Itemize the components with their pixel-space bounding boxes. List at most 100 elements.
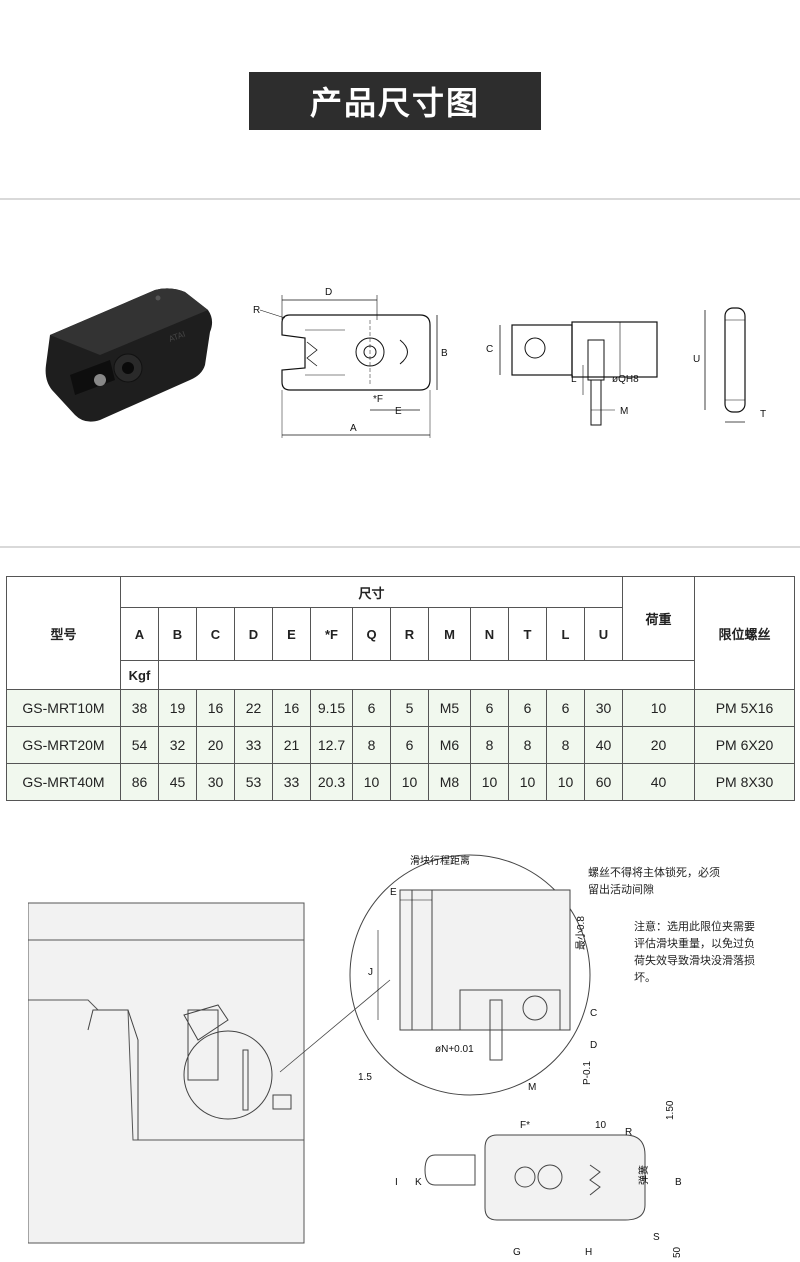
dim-E: E bbox=[395, 406, 402, 417]
dim-E2: E bbox=[390, 887, 397, 898]
cell-dim: 8 bbox=[546, 726, 585, 764]
dim-L: L bbox=[571, 374, 577, 385]
cell-dim: 38 bbox=[120, 689, 159, 727]
cell-dim: 30 bbox=[196, 763, 235, 801]
cell-dim: 10 bbox=[546, 763, 585, 801]
dim-U: U bbox=[693, 354, 700, 365]
dim-S: S bbox=[653, 1232, 660, 1243]
dim-B2: B bbox=[675, 1177, 682, 1188]
cell-model: GS-MRT20M bbox=[6, 726, 121, 764]
product-photo: ATAI bbox=[45, 288, 213, 422]
cell-model: GS-MRT40M bbox=[6, 763, 121, 801]
dim-H: H bbox=[585, 1247, 592, 1258]
cell-dim: 16 bbox=[196, 689, 235, 727]
dim-R: R bbox=[253, 305, 260, 316]
cell-screw: PM 8X30 bbox=[694, 763, 795, 801]
install-diagram-left bbox=[28, 902, 305, 1244]
cell-dim: 30 bbox=[584, 689, 623, 727]
dim-150: 1.50 bbox=[665, 1100, 676, 1120]
dim-C2: C bbox=[590, 1008, 597, 1019]
cell-dim: 53 bbox=[234, 763, 273, 801]
cell-load: 20 bbox=[622, 726, 695, 764]
install-diagram-bottom: F* 10 R 1.50 I K 弹簧 B G H S 50 bbox=[395, 1100, 683, 1258]
cell-screw: PM 6X20 bbox=[694, 726, 795, 764]
cell-dim: 22 bbox=[234, 689, 273, 727]
dim-J: J bbox=[368, 967, 373, 978]
dim-B: B bbox=[441, 348, 448, 359]
cell-dim: M5 bbox=[428, 689, 471, 727]
cell-dim: 33 bbox=[272, 763, 311, 801]
cell-dim: 21 bbox=[272, 726, 311, 764]
dim-A: A bbox=[350, 423, 357, 434]
col-dim-1: B bbox=[158, 607, 197, 661]
cell-screw: PM 5X16 bbox=[694, 689, 795, 727]
cell-dim: 10 bbox=[508, 763, 547, 801]
cell-dim: 6 bbox=[470, 689, 509, 727]
dim-N: øN+0.01 bbox=[435, 1044, 474, 1055]
col-dims: 尺寸 bbox=[120, 576, 623, 608]
cell-dim: 20 bbox=[196, 726, 235, 764]
install-diagram-detail: 滑块行程距离 E J 最小0.8 C A øN+0.01 D P-0.1 1.5… bbox=[279, 854, 597, 1096]
cell-dim: 60 bbox=[584, 763, 623, 801]
dim-QH: øQH8 bbox=[612, 374, 639, 385]
cell-dim: 16 bbox=[272, 689, 311, 727]
cell-dim: 40 bbox=[584, 726, 623, 764]
section-title: 产品尺寸图 bbox=[249, 72, 541, 130]
col-dim-5: *F bbox=[310, 607, 353, 661]
cell-dim: 9.15 bbox=[310, 689, 353, 727]
dim-M: M bbox=[620, 406, 628, 417]
col-dim-3: D bbox=[234, 607, 273, 661]
dim-p01: P-0.1 bbox=[582, 1061, 593, 1085]
cell-dim: 10 bbox=[352, 763, 391, 801]
label-spring: 弹簧 bbox=[637, 1165, 650, 1185]
cell-dim: 5 bbox=[390, 689, 429, 727]
dim-15: 1.5 bbox=[358, 1072, 372, 1083]
col-load: 荷重 bbox=[622, 576, 695, 661]
col-dim-11: L bbox=[546, 607, 585, 661]
dim-10: 10 bbox=[595, 1120, 607, 1131]
cell-dim: 32 bbox=[158, 726, 197, 764]
divider-top bbox=[0, 198, 800, 200]
col-screw: 限位螺丝 bbox=[694, 576, 795, 690]
cell-dim: 10 bbox=[470, 763, 509, 801]
cell-dim: 6 bbox=[508, 689, 547, 727]
divider-mid bbox=[0, 546, 800, 548]
dim-G: G bbox=[513, 1247, 521, 1258]
cell-dim: 8 bbox=[352, 726, 391, 764]
dim-T: T bbox=[760, 409, 766, 420]
cell-dim: 6 bbox=[546, 689, 585, 727]
side-view-drawing: C L øQH8 M bbox=[486, 321, 658, 426]
cell-dim: 33 bbox=[234, 726, 273, 764]
col-model: 型号 bbox=[6, 576, 121, 690]
dim-M2: M bbox=[528, 1082, 536, 1093]
cell-dim: 20.3 bbox=[310, 763, 353, 801]
dim-C: C bbox=[486, 344, 493, 355]
top-view-drawing: D R B *F E A bbox=[253, 287, 448, 438]
cell-load: 40 bbox=[622, 763, 695, 801]
cell-dim: 8 bbox=[470, 726, 509, 764]
cell-dim: M8 bbox=[428, 763, 471, 801]
dim-D: D bbox=[325, 287, 332, 298]
note-screw: 螺丝不得将主体锁死，必须 留出活动间隙 bbox=[588, 866, 720, 896]
cell-dim: 10 bbox=[390, 763, 429, 801]
cell-dim: 6 bbox=[390, 726, 429, 764]
col-dim-6: Q bbox=[352, 607, 391, 661]
dim-50: 50 bbox=[672, 1246, 683, 1258]
note-warning: 注意：选用此限位夹需要 评估滑块重量，以免过负 荷失效导致滑块没滑落损 坏。 bbox=[634, 920, 755, 984]
col-dim-8: M bbox=[428, 607, 471, 661]
col-dim-7: R bbox=[390, 607, 429, 661]
dim-F2: F* bbox=[520, 1120, 530, 1131]
cell-dim: M6 bbox=[428, 726, 471, 764]
end-view-drawing: U T bbox=[693, 307, 766, 423]
dim-K: K bbox=[415, 1177, 422, 1188]
col-dim-2: C bbox=[196, 607, 235, 661]
dim-I: I bbox=[395, 1177, 398, 1188]
label-travel: 滑块行程距离 bbox=[410, 854, 470, 867]
cell-dim: 8 bbox=[508, 726, 547, 764]
cell-dim: 45 bbox=[158, 763, 197, 801]
dim-min08: 最小0.8 bbox=[575, 916, 587, 950]
